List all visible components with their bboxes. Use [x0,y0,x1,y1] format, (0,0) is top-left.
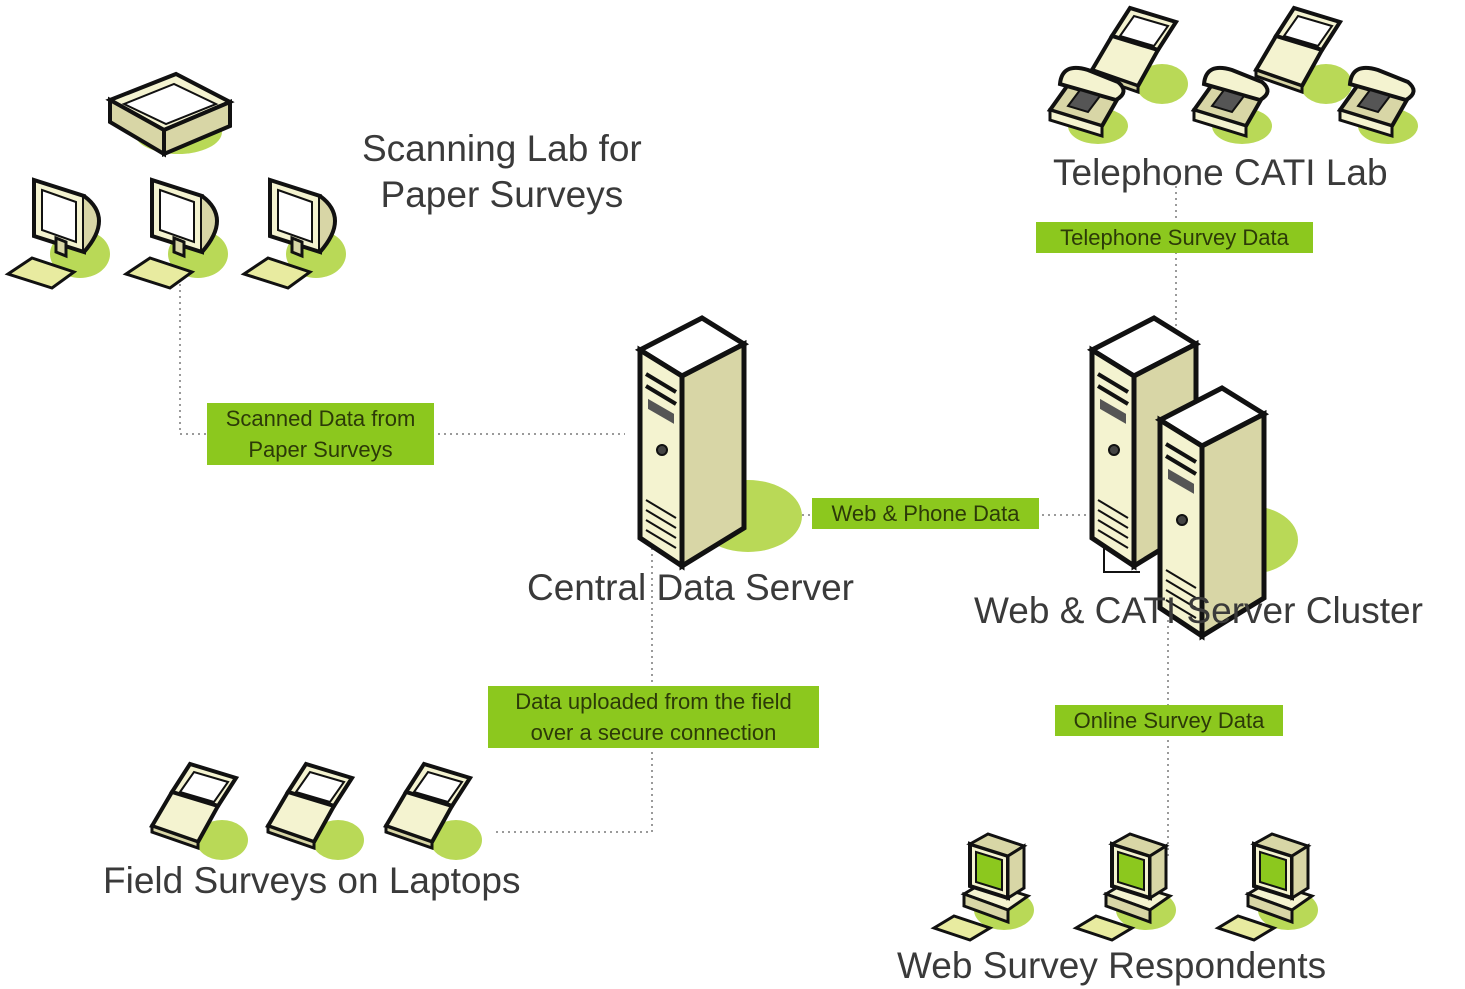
desktop-workstation-icon [1216,832,1320,942]
telephone-survey-data-label: Telephone Survey Data [1036,222,1313,253]
desktop-workstation-icon [1074,832,1178,942]
scanning-lab-title: Scanning Lab for Paper Surveys [362,126,642,218]
laptop-icon [266,762,366,862]
scanned-data-label-line-1: Scanned Data from [225,406,416,431]
desktop-workstation-icon [932,832,1036,942]
web-phone-data-label: Web & Phone Data [812,498,1039,529]
laptop-icon [150,762,250,862]
server-cluster-icon [1092,318,1298,636]
desktop-monitor-icon [242,178,348,290]
scanning-lab-title-line-2: Paper Surveys [380,174,624,215]
telephone-lab-title: Telephone CATI Lab [1053,152,1388,193]
scanner-icon [105,71,235,158]
connector-scanning-to-central [179,272,625,435]
central-server-title: Central Data Server [527,567,854,608]
scanned-data-label: Scanned Data from Paper Surveys [207,403,434,465]
central-server-icon [640,318,802,566]
desk-telephone-icon [1048,65,1130,146]
laptop-icon [384,762,484,862]
server-cluster-title: Web & CATI Server Cluster [974,590,1423,631]
desktop-monitor-icon [6,178,112,290]
desk-telephone-icon [1338,65,1420,146]
laptop-icon [1254,6,1354,106]
desktop-monitor-icon [124,178,230,290]
web-respondents-title: Web Survey Respondents [897,945,1327,986]
field-upload-label-line-2: over a secure connection [530,720,777,745]
connector-central-to-field [496,548,653,833]
field-laptops-title: Field Surveys on Laptops [103,860,521,901]
online-survey-data-label: Online Survey Data [1055,705,1283,736]
scanned-data-label-line-2: Paper Surveys [248,437,393,462]
desk-telephone-icon [1192,65,1274,146]
field-upload-label-line-1: Data uploaded from the field [515,689,792,714]
scanning-lab-title-line-1: Scanning Lab for [362,128,642,169]
field-upload-label: Data uploaded from the field over a secu… [488,686,819,748]
